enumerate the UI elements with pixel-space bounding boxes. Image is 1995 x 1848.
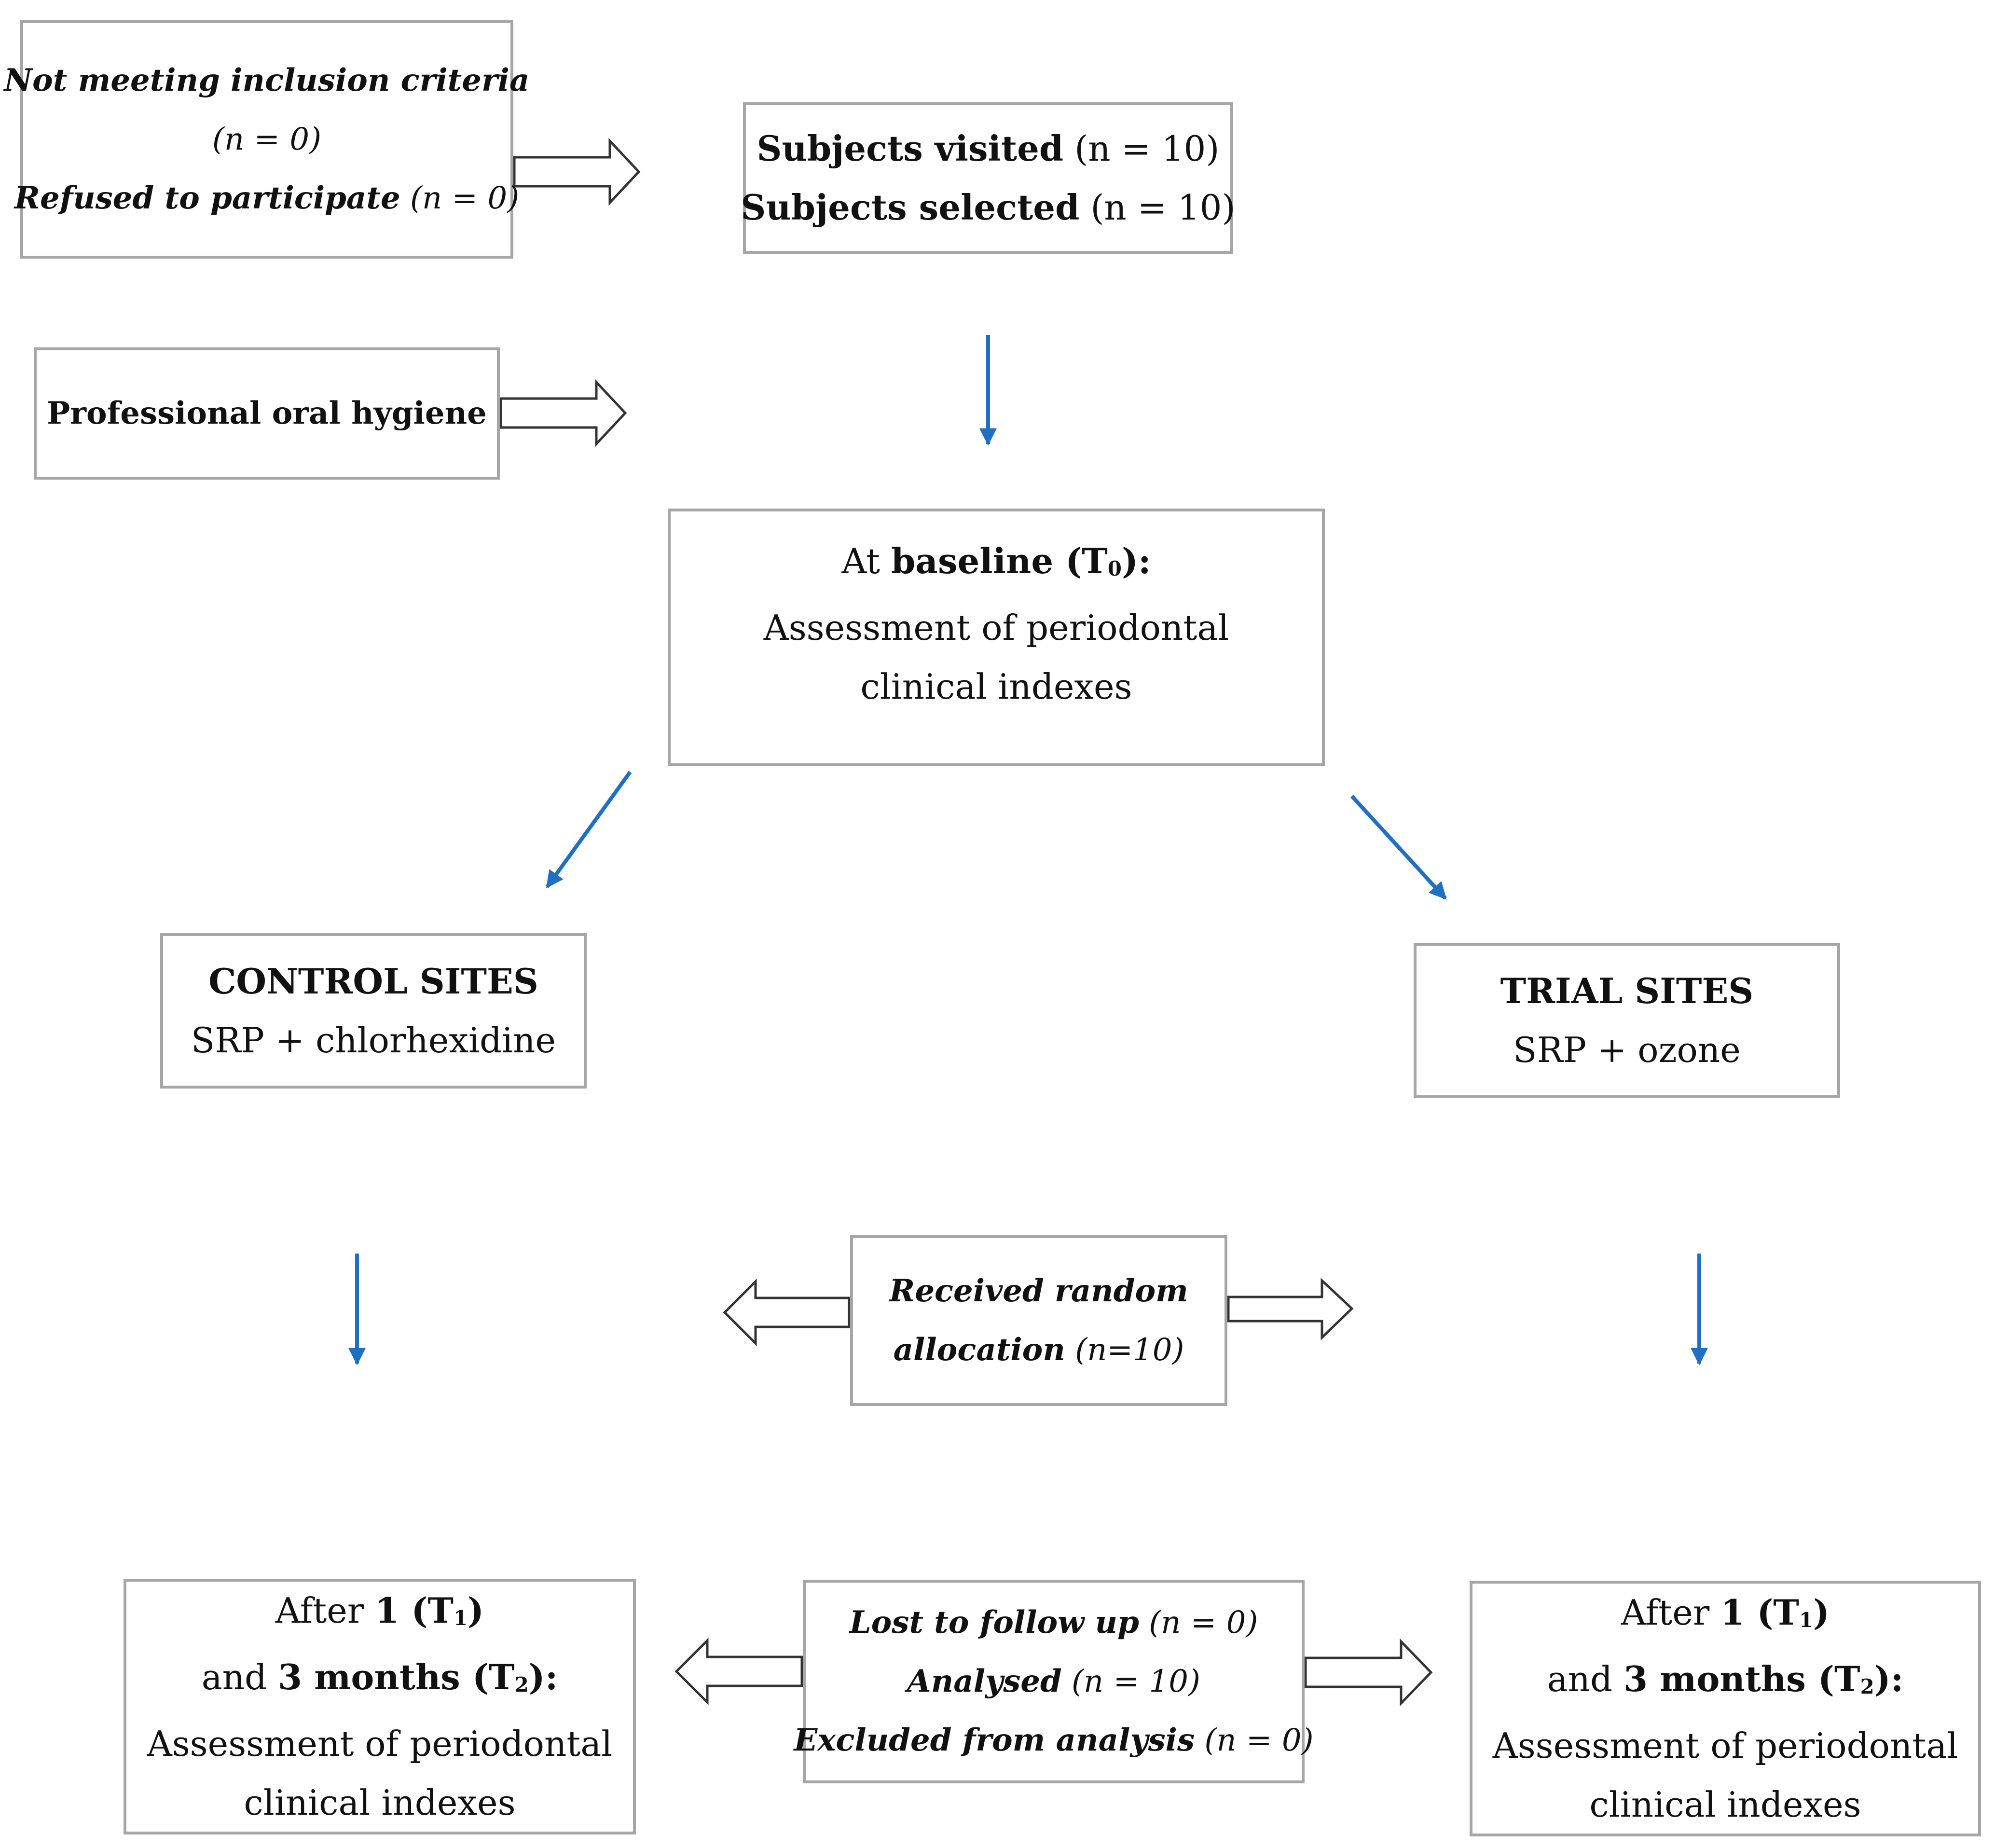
outcome-control-line3: Assessment of periodontal	[147, 1724, 613, 1764]
arrow-baseline-to-trial	[1350, 795, 1447, 900]
randomization-box: Received random allocation (n=10)	[850, 1235, 1227, 1406]
subjects-selected-count: (n = 10)	[1090, 187, 1236, 228]
exclusion-criteria-count: (n = 0)	[212, 122, 322, 157]
analysed-label: Analysed	[907, 1663, 1062, 1699]
subjects-visited-line: Subjects visited (n = 10)	[757, 119, 1220, 178]
random-allocation-line1: Received random	[889, 1273, 1188, 1309]
baseline-assessment-line: Assessment of periodontal	[763, 607, 1229, 648]
hollow-arrow-random-right	[1227, 1278, 1354, 1340]
lost-label: Lost to follow up	[849, 1604, 1139, 1641]
excluded-label: Excluded from analysis	[794, 1722, 1195, 1758]
hollow-arrow-hygiene-right	[499, 379, 627, 447]
lost-count: (n = 0)	[1149, 1605, 1258, 1641]
outcome-trial-box: After 1 (T1) and 3 months (T2): Assessme…	[1470, 1581, 1981, 1836]
exclusion-box: Not meeting inclusion criteria (n = 0) R…	[4, 20, 529, 259]
trial-sites-treatment: SRP + ozone	[1513, 1030, 1741, 1070]
hollow-arrow-random-left	[723, 1278, 851, 1347]
random-allocation-count: (n=10)	[1075, 1332, 1184, 1368]
subjects-visited-count: (n = 10)	[1074, 128, 1220, 169]
t2-subscript: 2	[1860, 1675, 1874, 1698]
excluded-line: Excluded from analysis (n = 0)	[794, 1711, 1313, 1770]
control-sites-title: CONTROL SITES	[208, 961, 538, 1002]
subjects-selected-line: Subjects selected (n = 10)	[741, 178, 1235, 237]
analysed-line: Analysed (n = 10)	[907, 1652, 1200, 1711]
followup-box: Lost to follow up (n = 0) Analysed (n = …	[794, 1580, 1314, 1783]
refused-line: Refused to participate (n = 0)	[14, 169, 519, 228]
excluded-count: (n = 0)	[1204, 1723, 1314, 1758]
analysed-count: (n = 10)	[1072, 1664, 1200, 1699]
random-allocation-line2: allocation (n=10)	[894, 1321, 1184, 1379]
hygiene-box: Professional oral hygiene	[34, 347, 500, 480]
hollow-arrow-followup-left	[674, 1637, 803, 1706]
subjects-visited-label: Subjects visited	[757, 128, 1064, 169]
enrollment-box: Subjects visited (n = 10) Subjects selec…	[741, 102, 1236, 254]
refused-label: Refused to participate	[14, 180, 400, 216]
exclusion-criteria-text: Not meeting inclusion criteria	[4, 62, 530, 98]
baseline-label: baseline (T0):	[891, 540, 1151, 581]
outcome-trial-line3: Assessment of periodontal	[1492, 1725, 1958, 1766]
hollow-arrow-exclusion-right	[513, 138, 641, 206]
baseline-subscript: 0	[1107, 557, 1122, 580]
trial-sites-box: TRIAL SITES SRP + ozone	[1414, 943, 1840, 1098]
baseline-indexes-line: clinical indexes	[860, 666, 1132, 707]
refused-count: (n = 0)	[410, 180, 520, 216]
outcome-trial-line2: and 3 months (T2):	[1547, 1658, 1904, 1699]
outcome-trial-line4: clinical indexes	[1589, 1784, 1861, 1825]
baseline-box: At baseline (T0): Assessment of periodon…	[668, 509, 1325, 766]
t2-subscript: 2	[514, 1673, 529, 1696]
random-allocation-label: allocation	[893, 1332, 1065, 1368]
outcome-control-line4: clinical indexes	[244, 1782, 516, 1823]
outcome-trial-line1: After 1 (T1)	[1621, 1592, 1830, 1633]
subjects-selected-label: Subjects selected	[741, 187, 1080, 228]
hollow-arrow-followup-right	[1304, 1638, 1433, 1707]
control-sites-box: CONTROL SITES SRP + chlorhexidine	[160, 933, 587, 1089]
lost-to-follow-up-line: Lost to follow up (n = 0)	[850, 1593, 1258, 1652]
t1-subscript: 1	[1799, 1608, 1814, 1632]
hygiene-label: Professional oral hygiene	[47, 395, 487, 431]
baseline-heading: At baseline (T0):	[841, 532, 1151, 598]
outcome-control-box: After 1 (T1) and 3 months (T2): Assessme…	[124, 1579, 636, 1834]
baseline-prefix: At	[841, 541, 881, 581]
trial-sites-title: TRIAL SITES	[1500, 970, 1754, 1011]
outcome-control-line1: After 1 (T1)	[275, 1590, 484, 1631]
t1-subscript: 1	[453, 1606, 468, 1630]
control-sites-treatment: SRP + chlorhexidine	[191, 1020, 556, 1061]
arrow-baseline-to-control	[545, 771, 632, 888]
outcome-control-line2: and 3 months (T2):	[201, 1656, 558, 1697]
